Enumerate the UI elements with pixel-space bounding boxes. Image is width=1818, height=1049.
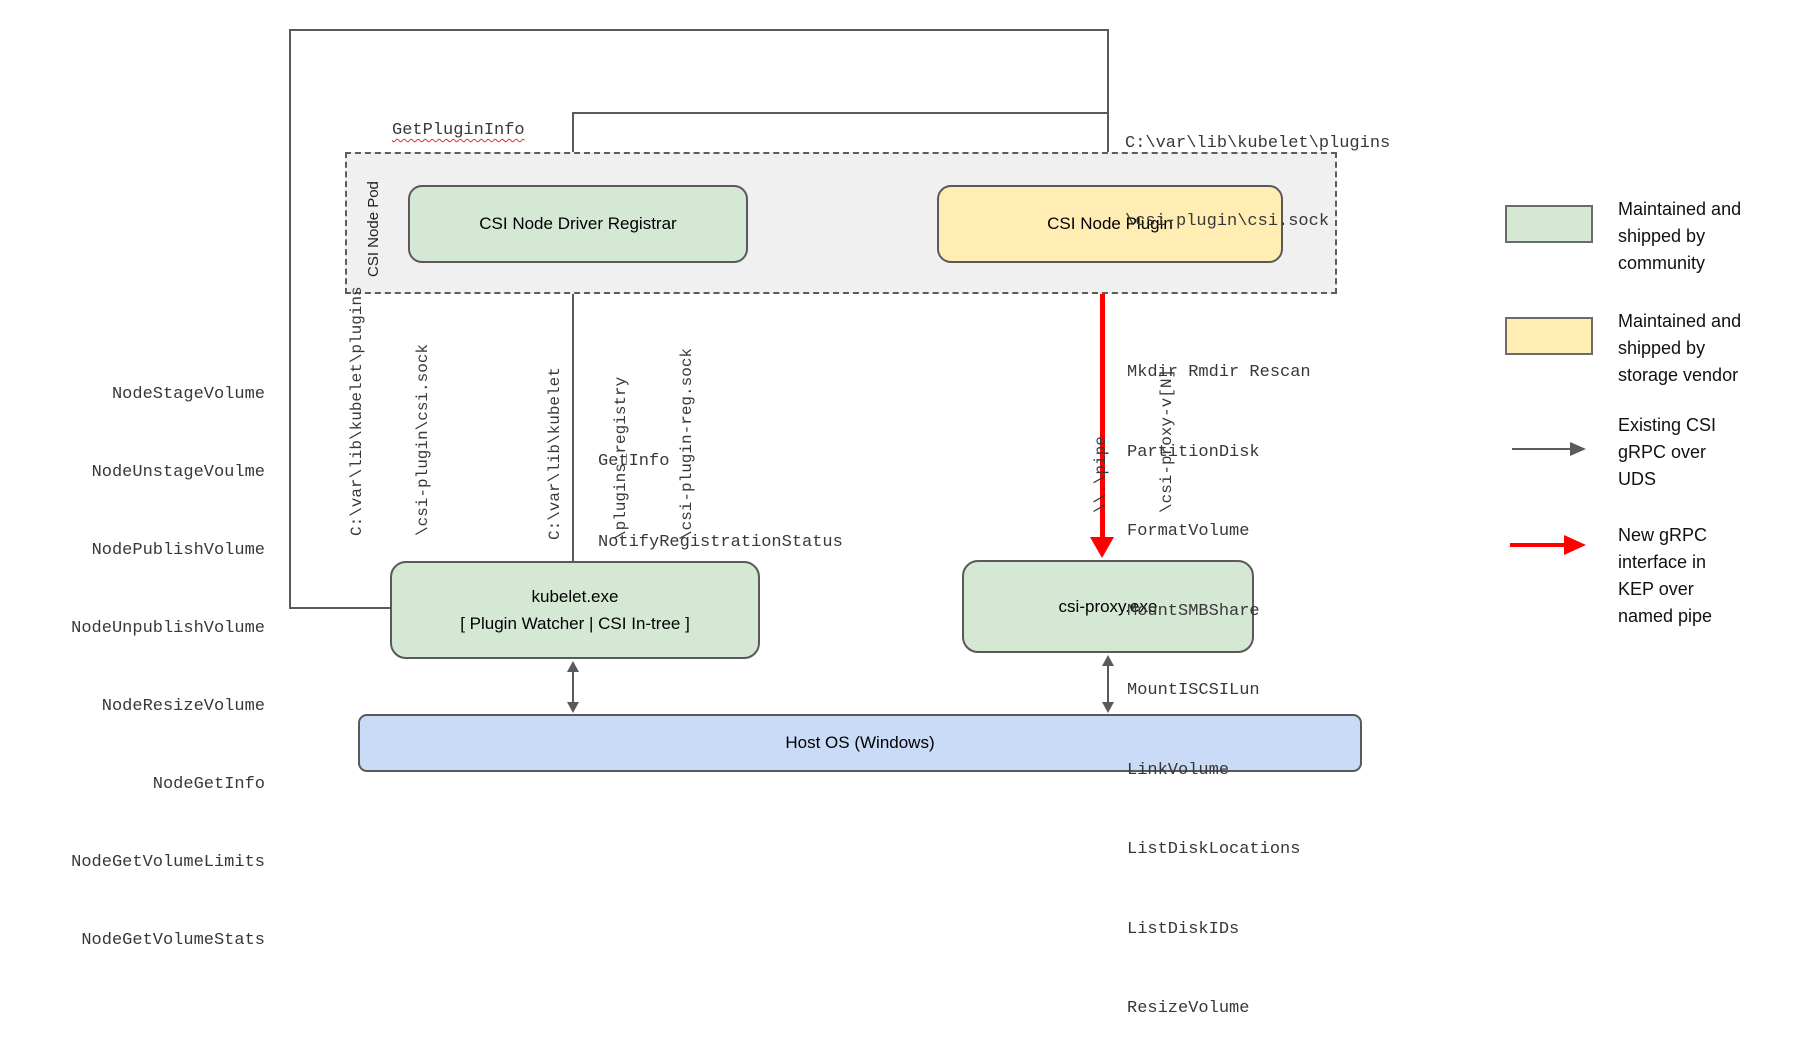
gray-arrow-icon-head bbox=[1570, 442, 1586, 456]
legend-new-grpc-label: New gRPC interface in KEP over named pip… bbox=[1618, 525, 1713, 626]
edge-csiproxy-hostos bbox=[1107, 665, 1109, 703]
edge-getplugininfo-horizontal bbox=[573, 112, 1108, 114]
edge-getplugininfo-riser bbox=[572, 112, 574, 186]
arrowhead-kubelet-hostos-down bbox=[567, 702, 579, 713]
arrowhead-csiproxy-hostos-down bbox=[1102, 702, 1114, 713]
arrowhead-csiproxy-hostos-up bbox=[1102, 655, 1114, 666]
node-csi-node-driver-registrar: CSI Node Driver Registrar bbox=[408, 185, 748, 263]
csi-node-pod-label: CSI Node Pod bbox=[365, 181, 382, 277]
node-host-os: Host OS (Windows) bbox=[358, 714, 1362, 772]
edge-kubelet-registrar bbox=[572, 277, 574, 561]
gray-arrow-icon bbox=[1512, 448, 1572, 450]
legend-vendor-label: Maintained and shipped by storage vendor bbox=[1618, 311, 1742, 385]
edge-kubelet-hostos bbox=[572, 671, 574, 703]
csi-proxy-label: csi-proxy.exe bbox=[1058, 596, 1158, 616]
plugin-socket-path-label: C:\var\lib\kubelet\plugins \csi-plugin\c… bbox=[1125, 79, 1390, 261]
node-csi-proxy: csi-proxy.exe bbox=[962, 560, 1254, 653]
legend-community-swatch bbox=[1505, 205, 1593, 243]
red-arrow-icon bbox=[1510, 543, 1566, 547]
host-os-label: Host OS (Windows) bbox=[785, 733, 935, 752]
registration-calls-list: GetInfo NotifyRegistrationStatus bbox=[598, 452, 843, 552]
red-arrow-icon-head bbox=[1564, 535, 1586, 555]
getplugininfo-label: GetPluginInfo bbox=[392, 121, 525, 140]
registrar-label: CSI Node Driver Registrar bbox=[479, 214, 677, 233]
edge-kubelet-plugin-elbow bbox=[289, 607, 391, 609]
edge-kubelet-plugin-left-vertical bbox=[289, 29, 291, 609]
arrowhead-into-csiproxy-red bbox=[1090, 537, 1114, 558]
plugin-socket-path-line2: \csi-plugin\csi.sock bbox=[1125, 212, 1330, 231]
plugin-label: CSI Node Plugin bbox=[1047, 214, 1173, 233]
node-csi-node-plugin: CSI Node Plugin bbox=[937, 185, 1283, 263]
plugin-socket-path-line1: C:\var\lib\kubelet\plugins bbox=[1125, 134, 1391, 153]
edge-into-plugin-vertical bbox=[1107, 29, 1109, 173]
edge-plugin-csiproxy-red bbox=[1100, 263, 1105, 539]
node-kubelet: kubelet.exe [ Plugin Watcher | CSI In-tr… bbox=[390, 561, 760, 659]
csi-node-calls-list: NodeStageVolume NodeUnstageVoulme NodePu… bbox=[71, 385, 265, 950]
proxy-calls-list: Mkdir Rmdir Rescan PartitionDisk FormatV… bbox=[1127, 363, 1311, 1018]
kubelet-socket-vertical-label: C:\var\lib\kubelet\plugins \csi-plugin\c… bbox=[348, 286, 432, 536]
arrowhead-kubelet-hostos-up bbox=[567, 661, 579, 672]
kubelet-label-line1: kubelet.exe bbox=[531, 587, 619, 606]
kubelet-label-line2: [ Plugin Watcher | CSI In-tree ] bbox=[460, 614, 690, 633]
legend-community-label: Maintained and shipped by community bbox=[1618, 199, 1742, 273]
edge-kubelet-plugin-top-horizontal bbox=[289, 29, 1109, 31]
legend-existing-grpc-label: Existing CSI gRPC over UDS bbox=[1618, 415, 1717, 489]
legend-vendor-swatch bbox=[1505, 317, 1593, 355]
